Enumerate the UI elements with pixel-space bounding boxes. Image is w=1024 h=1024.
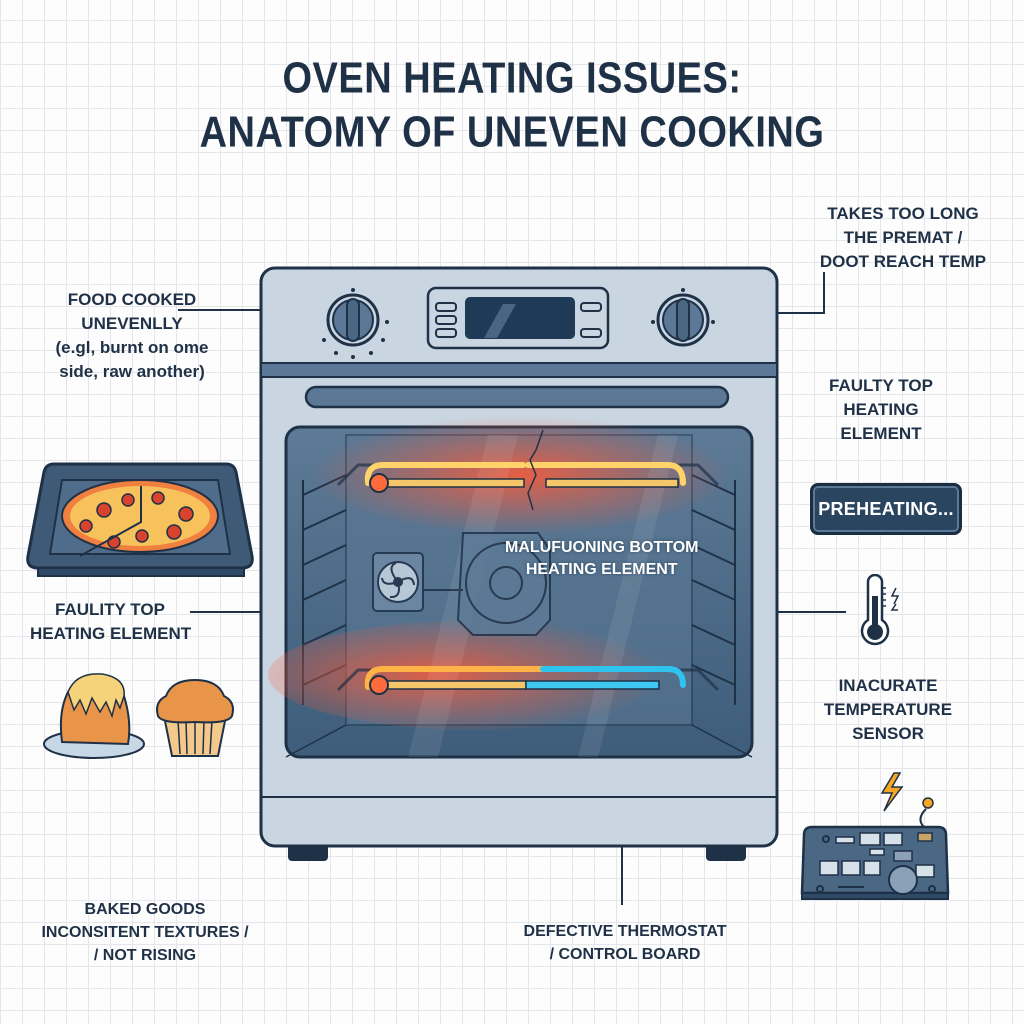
temperature-knob	[322, 288, 389, 359]
callout-faulty-top-right: FAULTY TOP HEATING ELEMENT	[829, 376, 933, 443]
callout-preheat-slow: TAKES TOO LONG THE PREMAT / DOOT REACH T…	[819, 204, 987, 271]
preheating-status-badge: PREHEATING...	[810, 483, 962, 535]
label-bottom-element: MALUFUONING BOTTOM HEATING ELEMENT	[505, 539, 699, 578]
callout-faulty-top-left: FAULITY TOP HEATING ELEMENT	[30, 600, 192, 643]
oven-illustration	[259, 266, 779, 861]
bottom-heating-element	[364, 666, 686, 695]
muffin-icon	[156, 678, 234, 757]
top-heating-element	[364, 429, 686, 511]
convection-fan	[372, 532, 551, 636]
callout-baked-goods: BAKED GOODS INCONSITENT TEXTURES / / NOT…	[41, 901, 249, 964]
mode-knob	[651, 288, 715, 347]
control-board-icon	[800, 772, 950, 900]
lightning-icon	[880, 772, 904, 812]
callout-temp-sensor: INACURATE TEMPERATURE SENSOR	[823, 676, 953, 743]
title-line-2: ANATOMY OF UNEVEN COOKING	[199, 108, 825, 158]
pizza-tray-icon	[26, 462, 254, 577]
callout-thermostat: DEFECTIVE THERMOSTAT / CONTROL BOARD	[523, 923, 727, 963]
thermometer-icon	[860, 574, 900, 646]
callout-food-uneven: FOOD COOKED UNEVENLLY (e.gl, burnt on om…	[55, 290, 209, 381]
collapsed-cake-icon	[43, 673, 145, 759]
title-line-1: OVEN HEATING ISSUES:	[282, 54, 742, 104]
